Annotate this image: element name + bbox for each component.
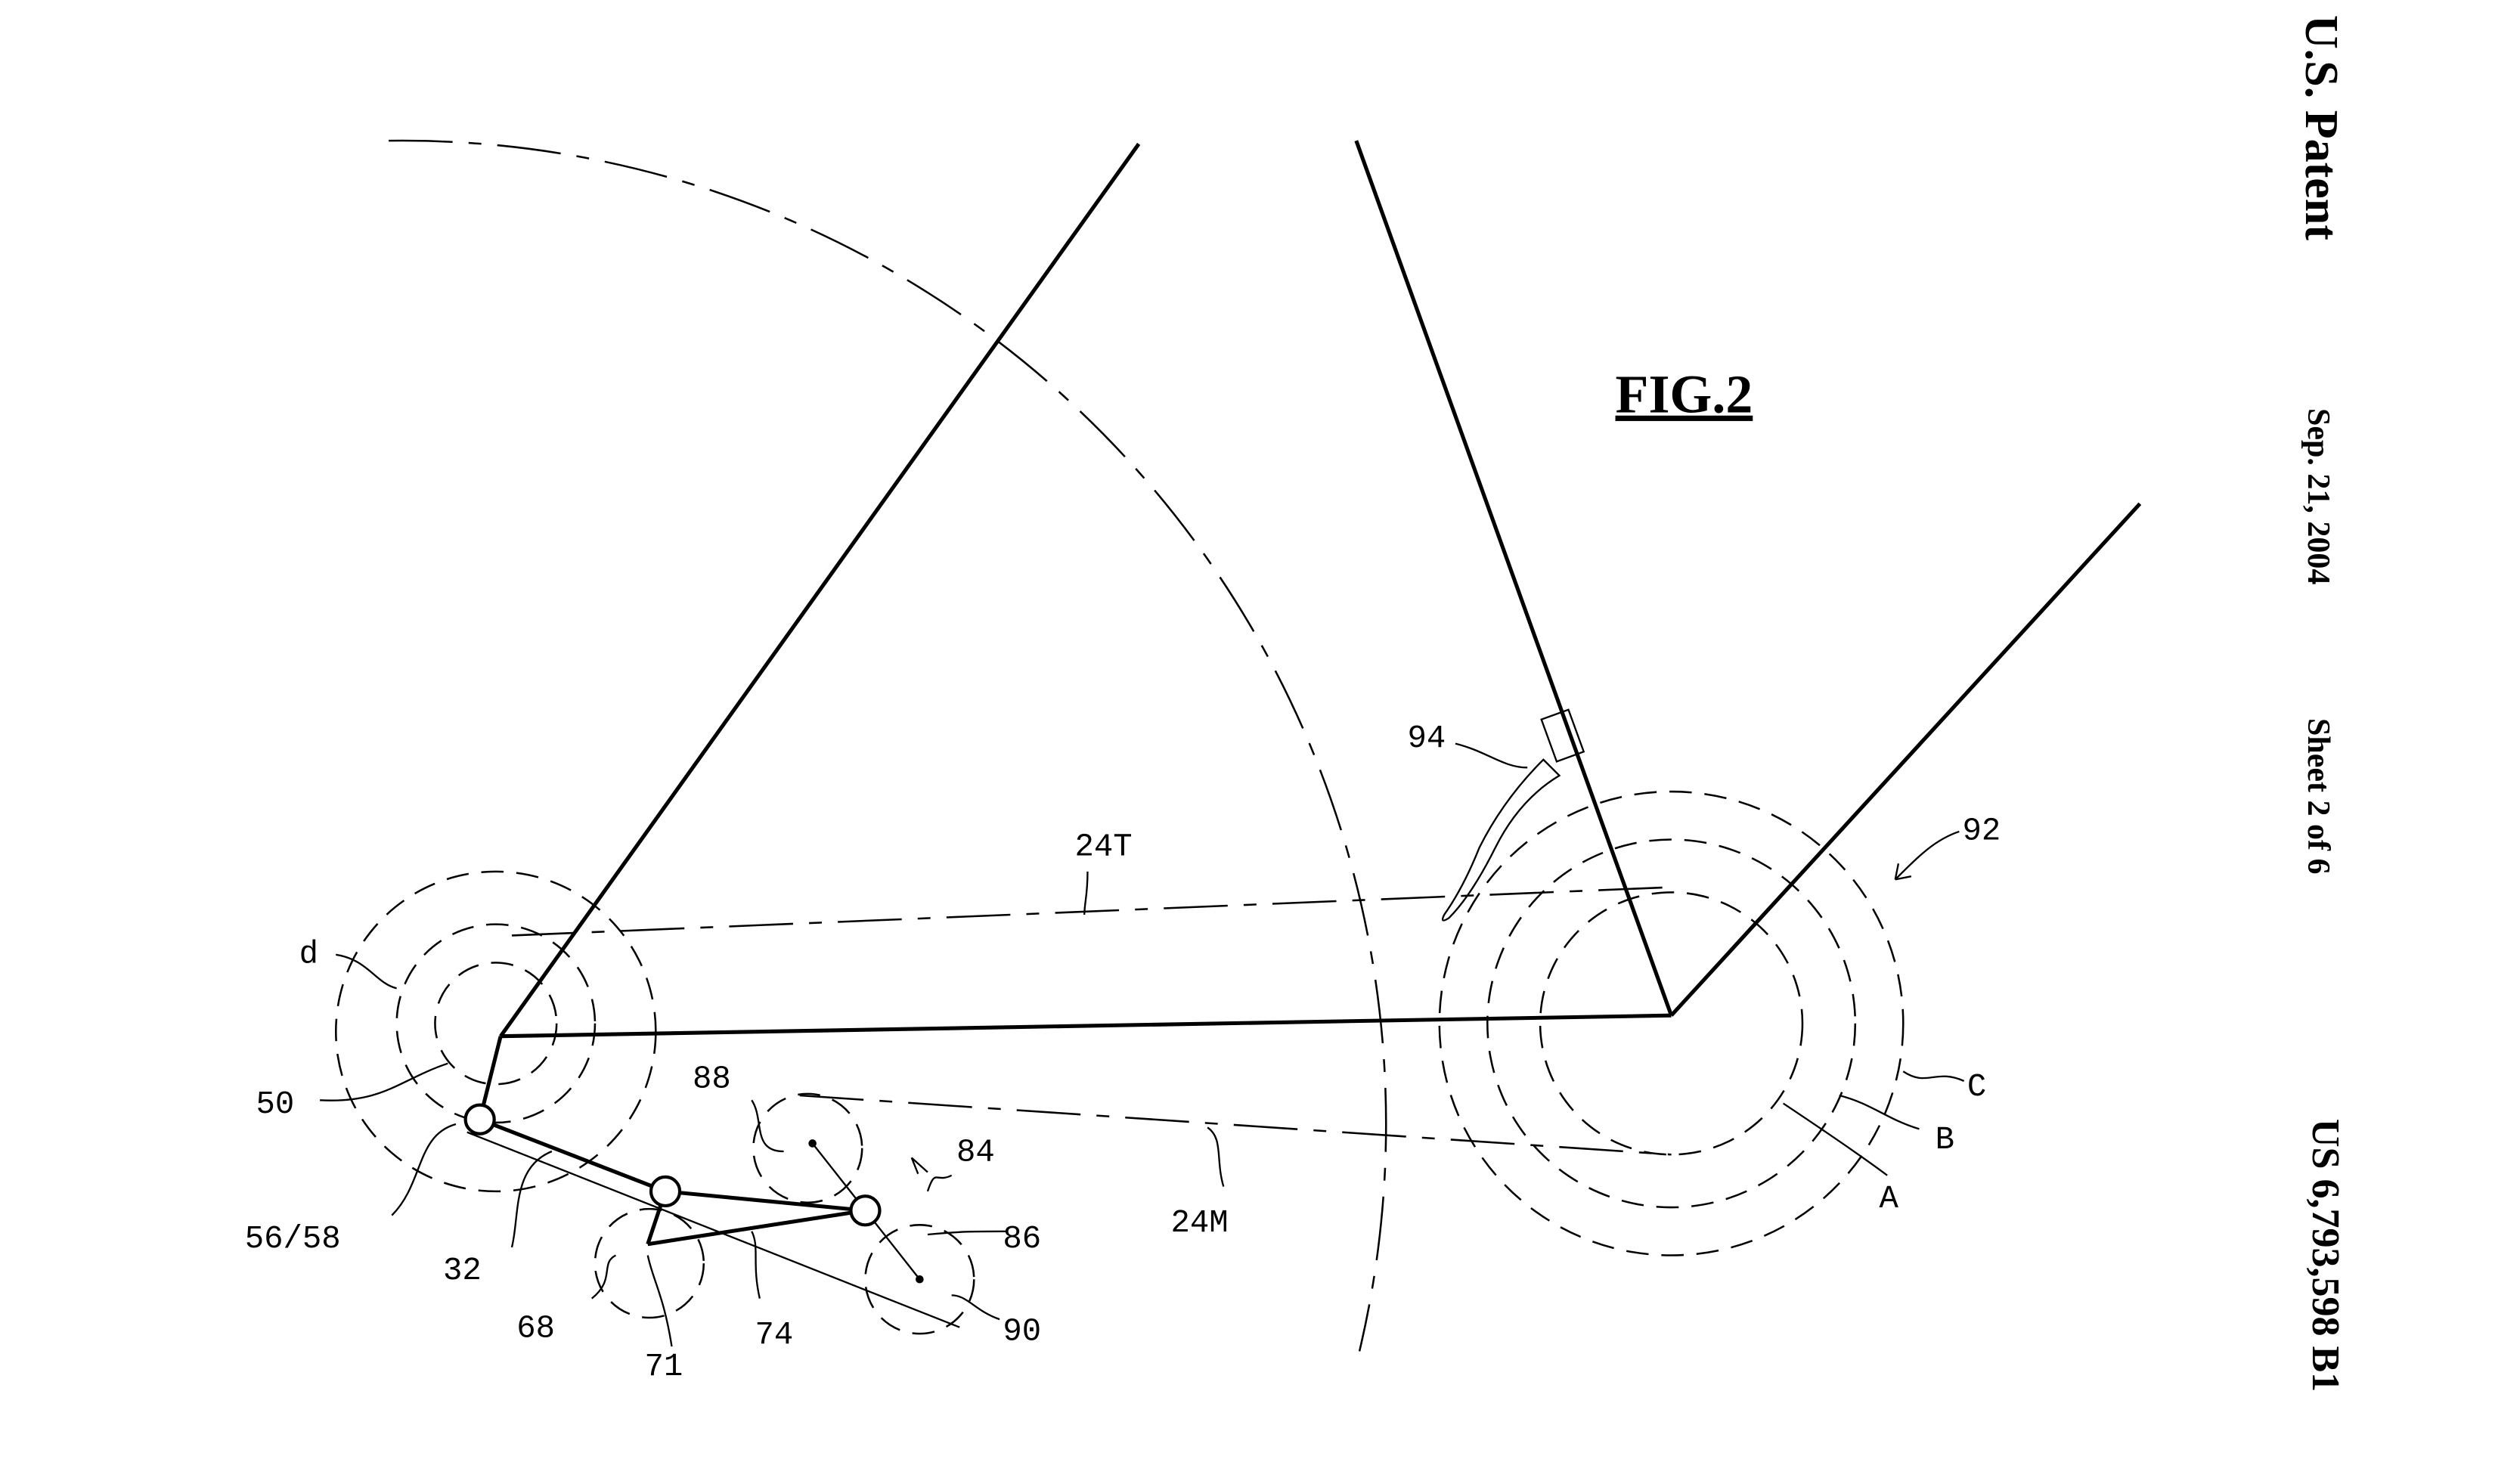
arm-94 — [1441, 758, 1561, 922]
leader-lines — [320, 742, 1965, 1347]
label-32: 32 — [443, 1253, 482, 1289]
label-94: 94 — [1408, 720, 1446, 757]
label-68: 68 — [516, 1310, 555, 1346]
label-B: B — [1936, 1122, 1954, 1158]
label-84: 84 — [956, 1135, 995, 1171]
label-71: 71 — [645, 1349, 683, 1385]
rear-cogs — [1438, 790, 1905, 1256]
front-chainrings — [335, 870, 657, 1193]
label-A: A — [1880, 1181, 1899, 1217]
label-24M: 24M — [1170, 1205, 1228, 1241]
label-88: 88 — [693, 1061, 731, 1097]
label-24T: 24T — [1075, 829, 1133, 866]
frame — [499, 140, 2142, 1039]
chain-24M — [799, 1094, 1672, 1156]
label-86: 86 — [1003, 1221, 1041, 1257]
label-74: 74 — [755, 1317, 793, 1353]
linkage — [463, 1036, 975, 1335]
label-50: 50 — [256, 1086, 295, 1123]
label-56-58: 56/58 — [245, 1221, 341, 1257]
label-90: 90 — [1003, 1314, 1041, 1350]
label-C: C — [1967, 1069, 1986, 1105]
figure-title: FIG.2 — [1616, 364, 1753, 425]
chain-24T — [511, 886, 1664, 937]
swing-arc — [389, 139, 1387, 1352]
label-92: 92 — [1963, 813, 2001, 850]
label-d: d — [299, 936, 318, 972]
